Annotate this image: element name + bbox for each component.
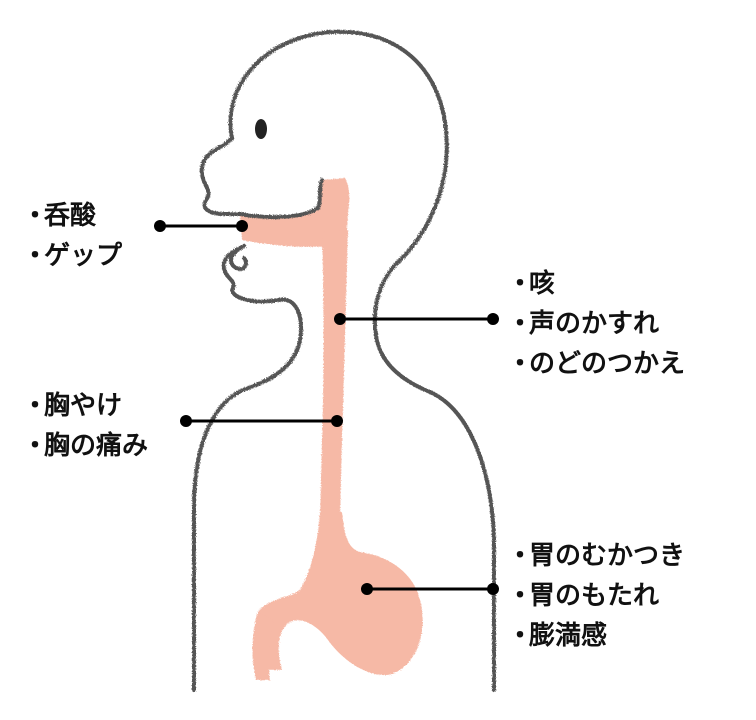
symptom-label: 膨満感 (507, 616, 685, 656)
symptom-label: 胸やけ (22, 386, 148, 426)
leader-lines (154, 220, 499, 595)
leader-stomach (361, 583, 499, 595)
throat-symptom-labels: 咳 声のかすれ のどのつかえ (507, 264, 685, 384)
symptom-label: 呑酸 (22, 196, 122, 236)
symptom-label: 胃のもたれ (507, 576, 685, 616)
chin-outline (192, 244, 303, 692)
symptom-label: 咳 (507, 264, 685, 304)
body-outline (192, 29, 496, 692)
duodenum (252, 612, 274, 680)
leader-throat (334, 313, 499, 325)
face-outline (199, 136, 242, 216)
symptom-label: のどのつかえ (507, 344, 685, 384)
stomach (254, 512, 423, 676)
digestive-tract (240, 178, 423, 680)
mouth-symptom-labels: 呑酸 ゲップ (22, 196, 122, 276)
leader-mouth (154, 220, 248, 232)
symptom-label: 胃のむかつき (507, 536, 685, 576)
eye-icon (255, 119, 267, 139)
head-and-back-outline (228, 29, 496, 692)
symptom-label: 胸の痛み (22, 426, 148, 466)
chest-symptom-labels: 胸やけ 胸の痛み (22, 386, 148, 466)
symptom-label: ゲップ (22, 236, 122, 276)
symptom-label: 声のかすれ (507, 304, 685, 344)
stomach-symptom-labels: 胃のむかつき 胃のもたれ 膨満感 (507, 536, 685, 656)
jaw-inner-outline (228, 244, 248, 271)
esophagus (320, 230, 348, 520)
leader-chest (180, 415, 343, 427)
mouth-inner-outline (238, 178, 324, 220)
